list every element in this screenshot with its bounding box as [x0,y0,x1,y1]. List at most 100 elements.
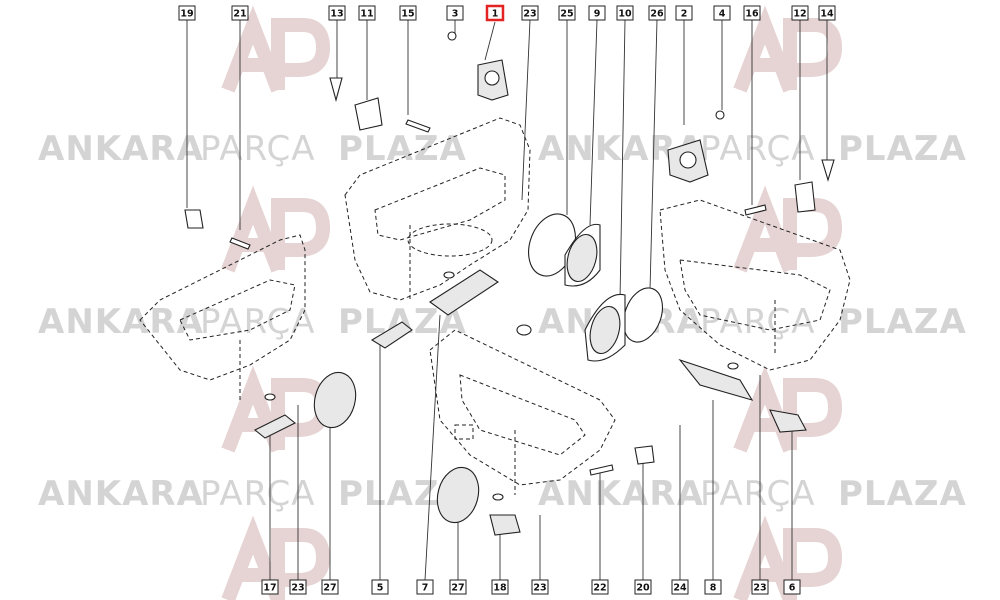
callout-box [399,5,417,21]
callout-box [446,5,464,21]
callout-box [261,579,279,595]
callout-top-10: 10 [616,5,634,21]
callout-label: 14 [820,9,834,20]
callout-label: 11 [360,9,373,20]
callout-box [751,579,769,595]
callout-label: 23 [533,583,546,594]
callout-top-21: 21 [231,5,249,21]
callout-bottom-23: 23 [751,579,769,595]
watermark-logos [221,5,843,600]
callout-top-25: 25 [558,5,576,21]
callout-top-13: 13 [328,5,346,21]
watermark-word-plaza: PLAZA [338,129,467,169]
watermark-word-plaza: PLAZA [838,474,967,514]
callout-bottom-5: 5 [371,579,389,595]
watermark-word-plaza: PLAZA [838,302,967,342]
callout-box [743,5,761,21]
callout-bottom-27: 27 [321,579,339,595]
callout-label: 23 [291,583,304,594]
callout-label: 1 [492,9,499,20]
watermark-word-ankara: ANKARA [38,129,204,169]
callout-label: 27 [323,583,336,594]
callout-label: 22 [593,583,606,594]
callout-label: 4 [719,9,726,20]
callout-box [178,5,196,21]
screw-parts [229,31,835,476]
callout-label: 3 [452,9,459,20]
callout-box [449,579,467,595]
watermark-word-parca: PARÇA [700,129,816,169]
watermark-word-ankara: ANKARA [38,302,204,342]
callout-label: 26 [650,9,664,20]
watermark-text: ANKARA PARÇA PLAZA ANKARA PARÇA PLAZA AN… [38,129,967,514]
callout-box [321,579,339,595]
callout-bottom-6: 6 [783,579,801,595]
callout-bottom-23: 23 [289,579,307,595]
callout-top-4: 4 [713,5,731,21]
watermark-word-parca: PARÇA [200,474,316,514]
callout-label: 10 [618,9,632,20]
callout-bottom-18: 18 [491,579,509,595]
callout-label: 24 [673,583,687,594]
front-door-trim-panel [344,117,531,301]
callout-box [328,5,346,21]
rear-door-trim-panel-left [139,234,306,400]
callout-box [713,5,731,21]
callout-label: 2 [681,9,688,20]
callout-box [791,5,809,21]
callout-label: 23 [753,583,766,594]
watermark-word-parca: PARÇA [200,129,316,169]
callout-bottom-8: 8 [704,579,722,595]
callout-box [634,579,652,595]
callout-label: 12 [793,9,806,20]
ap-logo-icon [221,365,331,453]
mirror-cover-right-part [667,139,709,183]
callout-box [671,579,689,595]
callout-box [491,579,509,595]
callout-box [616,5,634,21]
callout-box [591,579,609,595]
handle-switch-parts [253,269,807,536]
callout-label: 21 [233,9,246,20]
mirror-cover-left-part [477,59,509,101]
callout-box [783,579,801,595]
callout-box [648,5,666,21]
rear-door-trim-panel-center [429,329,616,495]
callout-label: 19 [180,9,193,20]
callout-box [818,5,836,21]
callout-bottom-20: 20 [634,579,652,595]
callout-box [704,579,722,595]
callout-label: 16 [745,9,759,20]
callout-top-1: 1 [485,4,505,22]
callout-top-19: 19 [178,5,196,21]
callout-label: 7 [422,583,429,594]
plug-cap-parts [264,271,739,501]
leader-lines [186,19,828,581]
callout-top-11: 11 [358,5,376,21]
callout-box [521,5,539,21]
callout-box [231,5,249,21]
callout-box [588,5,606,21]
ap-logo-icon [733,185,843,273]
ap-logo-icon [221,5,331,93]
callout-box [416,579,434,595]
ap-logo-icon [733,5,843,93]
callout-top-14: 14 [818,5,836,21]
callout-box [531,579,549,595]
watermark-word-parca: PARÇA [200,302,316,342]
callout-label: 5 [377,583,384,594]
callout-label: 8 [710,583,717,594]
callout-label: 25 [560,9,573,20]
front-door-trim-panel-right [659,199,851,371]
speaker-grille-parts [313,213,663,524]
callout-label: 20 [636,583,650,594]
callout-label: 23 [523,9,536,20]
callout-box [371,579,389,595]
callout-label: 13 [330,9,343,20]
watermark-word-ankara: ANKARA [538,474,704,514]
callout-label: 17 [263,583,276,594]
callout-bottom-22: 22 [591,579,609,595]
callout-top-2: 2 [675,5,693,21]
